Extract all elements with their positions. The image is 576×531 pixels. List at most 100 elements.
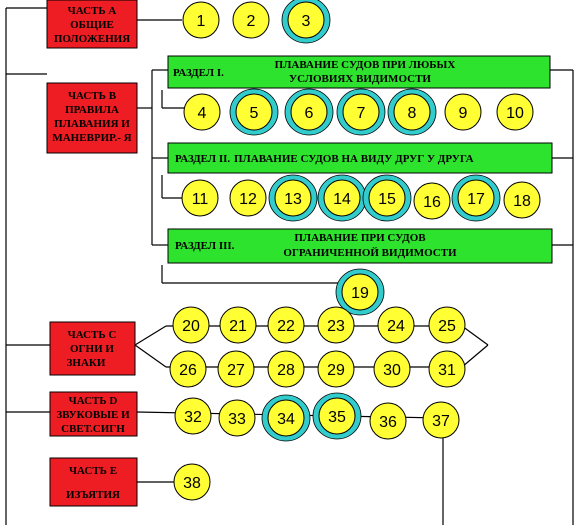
rule-13-circle[interactable]: 13 bbox=[268, 174, 318, 222]
rule-32-circle[interactable]: 32 bbox=[174, 397, 212, 435]
rule-19-disc bbox=[341, 273, 379, 311]
rule-6-number: 6 bbox=[305, 105, 314, 122]
rule-38-disc bbox=[173, 463, 211, 501]
rule-23-disc bbox=[317, 306, 355, 344]
rule-38-number: 38 bbox=[183, 475, 201, 492]
rule-2-number: 2 bbox=[247, 13, 256, 30]
rule-17-circle[interactable]: 17 bbox=[451, 174, 501, 222]
section-1-box[interactable]: РАЗДЕЛ I. ПЛАВАНИЕ СУДОВ ПРИ ЛЮБЫХ УСЛОВ… bbox=[167, 55, 551, 89]
rule-29-disc bbox=[317, 350, 355, 388]
rule-5-number: 5 bbox=[250, 105, 259, 122]
rule-21-disc bbox=[219, 306, 257, 344]
part-d-line-2: ЗВУКОВЫЕ И bbox=[56, 409, 130, 421]
rule-29-number: 29 bbox=[327, 362, 345, 379]
rule-21-circle[interactable]: 21 bbox=[219, 306, 257, 344]
rule-17-disc bbox=[457, 179, 495, 217]
part-b-line-3: ПЛАВАНИЯ И bbox=[54, 118, 130, 130]
rule-27-circle[interactable]: 27 bbox=[217, 350, 255, 388]
rule-23-circle[interactable]: 23 bbox=[317, 306, 355, 344]
part-e-line-2: ИЗЪЯТИЯ bbox=[66, 489, 120, 501]
part-c-box[interactable]: ЧАСТЬ С ОГНИ И ЗНАКИ bbox=[49, 321, 136, 376]
rule-1-number: 1 bbox=[197, 13, 206, 30]
section-1-title-line-1: ПЛАВАНИЕ СУДОВ ПРИ ЛЮБЫХ bbox=[275, 59, 456, 71]
rule-11-disc bbox=[181, 179, 219, 217]
rule-32-disc bbox=[174, 397, 212, 435]
part-b-line-2: ПРАВИЛА bbox=[65, 104, 119, 116]
rule-23-number: 23 bbox=[327, 318, 345, 335]
part-e-line-1: ЧАСТЬ Е bbox=[69, 465, 117, 477]
section-2-label: РАЗДЕЛ II. bbox=[175, 153, 230, 165]
part-c-line-1: ЧАСТЬ С bbox=[68, 329, 117, 341]
rule-4-circle[interactable]: 4 bbox=[183, 93, 221, 131]
rule-33-disc bbox=[218, 399, 256, 437]
rule-17-number: 17 bbox=[467, 191, 485, 208]
rule-28-disc bbox=[267, 350, 305, 388]
rule-21-number: 21 bbox=[229, 318, 247, 335]
rule-5-disc bbox=[235, 93, 273, 131]
rule-28-circle[interactable]: 28 bbox=[267, 350, 305, 388]
rule-26-circle[interactable]: 26 bbox=[169, 350, 207, 388]
rule-2-circle[interactable]: 2 bbox=[232, 1, 270, 39]
section-3-title-line-1: ПЛАВАНИЕ ПРИ СУДОВ bbox=[294, 232, 426, 244]
part-b-box[interactable]: ЧАСТЬ В ПРАВИЛА ПЛАВАНИЯ И МАНЕВРИР.- Я bbox=[46, 82, 138, 154]
section-3-box[interactable]: РАЗДЕЛ III. ПЛАВАНИЕ ПРИ СУДОВ ОГРАНИЧЕН… bbox=[167, 228, 553, 264]
rule-32-number: 32 bbox=[184, 409, 202, 426]
rule-9-circle[interactable]: 9 bbox=[444, 93, 482, 131]
rule-6-circle[interactable]: 6 bbox=[284, 88, 334, 136]
rule-14-circle[interactable]: 14 bbox=[317, 174, 367, 222]
rule-37-circle[interactable]: 37 bbox=[422, 401, 460, 439]
section-3-label: РАЗДЕЛ III. bbox=[175, 240, 235, 252]
rule-5-circle[interactable]: 5 bbox=[229, 88, 279, 136]
part-d-box[interactable]: ЧАСТЬ D ЗВУКОВЫЕ И СВЕТ.СИГН bbox=[49, 391, 138, 437]
rule-38-circle[interactable]: 38 bbox=[173, 463, 211, 501]
rule-30-number: 30 bbox=[383, 362, 401, 379]
rule-34-disc bbox=[267, 399, 305, 437]
rule-16-number: 16 bbox=[423, 194, 441, 211]
rule-12-circle[interactable]: 12 bbox=[229, 179, 267, 217]
rule-26-number: 26 bbox=[179, 362, 197, 379]
part-a-box[interactable]: ЧАСТЬ А ОБЩИЕ ПОЛОЖЕНИЯ bbox=[46, 0, 138, 49]
part-d-line-3: СВЕТ.СИГН bbox=[61, 423, 125, 435]
rule-19-circle[interactable]: 19 bbox=[335, 268, 385, 316]
section-2-box[interactable]: РАЗДЕЛ II. ПЛАВАНИЕ СУДОВ НА ВИДУ ДРУГ У… bbox=[167, 142, 553, 174]
rule-18-circle[interactable]: 18 bbox=[503, 181, 541, 219]
rule-27-number: 27 bbox=[227, 362, 245, 379]
rule-8-circle[interactable]: 8 bbox=[387, 88, 437, 136]
rule-34-circle[interactable]: 34 bbox=[261, 394, 311, 442]
rule-3-number: 3 bbox=[302, 13, 311, 30]
rule-26-disc bbox=[169, 350, 207, 388]
rule-11-circle[interactable]: 11 bbox=[181, 179, 219, 217]
rule-7-circle[interactable]: 7 bbox=[336, 88, 386, 136]
rule-36-circle[interactable]: 36 bbox=[369, 402, 407, 440]
part-e-box[interactable]: ЧАСТЬ Е ИЗЪЯТИЯ bbox=[49, 457, 138, 507]
rule-1-circle[interactable]: 1 bbox=[182, 1, 220, 39]
rule-34-number: 34 bbox=[277, 411, 295, 428]
rule-20-disc bbox=[172, 306, 210, 344]
rule-22-circle[interactable]: 22 bbox=[267, 306, 305, 344]
rule-15-circle[interactable]: 15 bbox=[362, 174, 412, 222]
rule-7-disc bbox=[342, 93, 380, 131]
rule-24-disc bbox=[377, 306, 415, 344]
rule-37-number: 37 bbox=[432, 413, 450, 430]
rule-16-circle[interactable]: 16 bbox=[413, 182, 451, 220]
rule-12-disc bbox=[229, 179, 267, 217]
rule-35-circle[interactable]: 35 bbox=[312, 392, 362, 440]
rule-3-circle[interactable]: 3 bbox=[281, 0, 331, 44]
rule-33-circle[interactable]: 33 bbox=[218, 399, 256, 437]
rule-30-circle[interactable]: 30 bbox=[373, 350, 411, 388]
rule-7-number: 7 bbox=[357, 105, 366, 122]
section-1-title-line-2: УСЛОВИЯХ ВИДИМОСТИ bbox=[289, 73, 431, 85]
rule-16-disc bbox=[413, 182, 451, 220]
rule-8-number: 8 bbox=[408, 105, 417, 122]
rule-31-number: 31 bbox=[438, 362, 456, 379]
rule-25-circle[interactable]: 25 bbox=[428, 306, 466, 344]
part-a-line-1: ЧАСТЬ А bbox=[68, 5, 117, 17]
rule-29-circle[interactable]: 29 bbox=[317, 350, 355, 388]
rule-9-disc bbox=[444, 93, 482, 131]
rule-20-circle[interactable]: 20 bbox=[172, 306, 210, 344]
rule-13-disc bbox=[274, 179, 312, 217]
rule-31-circle[interactable]: 31 bbox=[428, 350, 466, 388]
rule-6-disc bbox=[290, 93, 328, 131]
rule-10-circle[interactable]: 10 bbox=[496, 93, 534, 131]
rule-24-circle[interactable]: 24 bbox=[377, 306, 415, 344]
